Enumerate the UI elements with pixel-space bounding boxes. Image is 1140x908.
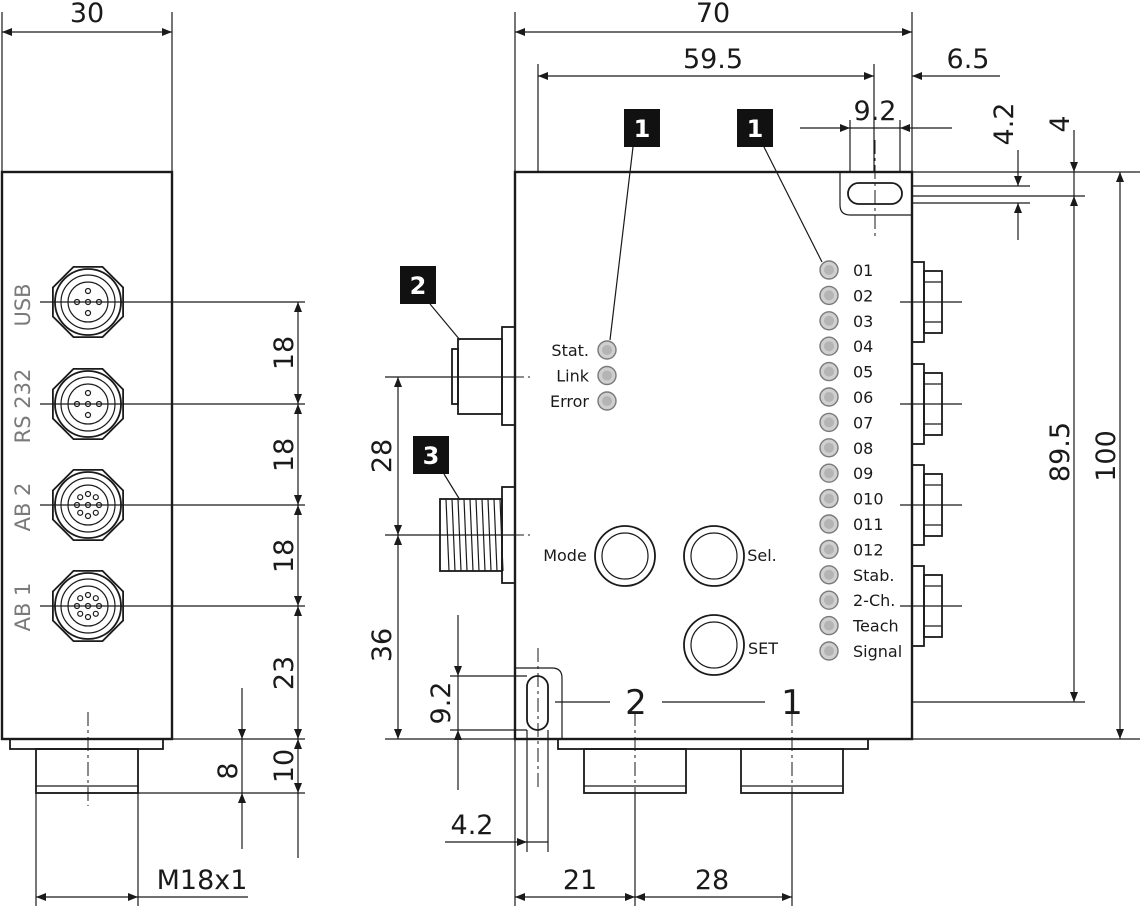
front-bottom-left-dim: 21 — [563, 865, 597, 896]
channel-led-12 — [819, 539, 839, 560]
channel-led-label: 05 — [853, 363, 873, 382]
front-base-plate — [557, 738, 869, 750]
front-inner-height-dim: 89.5 — [1045, 422, 1076, 482]
channel-led-6 — [819, 387, 839, 407]
side-body — [0, 170, 174, 741]
port-number-2: 2 — [625, 683, 647, 723]
right-connector-2 — [900, 363, 962, 445]
callout-number-1a: 1 — [634, 115, 651, 143]
port-number-1: 1 — [781, 683, 803, 723]
side-pitch-dim-3: 18 — [269, 539, 300, 573]
front-top-offset-dim: 4 — [1045, 115, 1076, 132]
channel-led-15 — [819, 615, 839, 636]
side-thread-length-dim: 8 — [213, 762, 244, 779]
sel-button — [683, 525, 745, 587]
channel-led-label: Stab. — [853, 566, 894, 585]
set-button-label: SET — [748, 639, 778, 658]
channel-led-5 — [819, 361, 839, 382]
status-led-3 — [597, 391, 617, 411]
front-conn-bottom-dim: 36 — [367, 628, 398, 662]
front-width-dim: 70 — [696, 0, 730, 29]
mode-button-label: Mode — [543, 546, 587, 565]
channel-led-9 — [819, 463, 839, 483]
status-led-2 — [597, 365, 617, 386]
callout-box-1b — [737, 109, 773, 147]
front-left-slot-offset-dim: 4.2 — [451, 810, 494, 841]
channel-led-label: Signal — [853, 642, 902, 661]
channel-led-8 — [819, 438, 839, 458]
side-base-dim: 10 — [269, 749, 300, 783]
front-conn-spacing-dim: 28 — [367, 439, 398, 473]
connector-label-usb: USB — [11, 283, 35, 326]
status-led-label: Stat. — [551, 341, 589, 360]
right-connector-1 — [900, 261, 962, 343]
side-bottom-offset-dim: 23 — [269, 656, 300, 690]
callout-box-1a — [624, 109, 660, 147]
callout-number-3: 3 — [423, 442, 440, 470]
front-inner-width-dim: 59.5 — [683, 44, 743, 75]
channel-led-label: 04 — [853, 337, 873, 356]
front-view: 70 59.5 6.5 9.2 4.2 4 89.5 100 — [367, 0, 1140, 906]
channel-led-2 — [819, 285, 839, 306]
status-led-label: Error — [550, 392, 589, 411]
callout-box-3 — [413, 436, 449, 474]
front-slot-width-dim: 9.2 — [854, 96, 897, 127]
front-bottom-spacing-dim: 28 — [695, 865, 729, 896]
right-connector-3 — [900, 464, 962, 546]
channel-led-label: 011 — [853, 515, 884, 534]
status-led-label: Link — [556, 367, 590, 386]
channel-led-10 — [819, 488, 839, 509]
channel-led-label: 012 — [853, 540, 884, 559]
channel-led-label: 02 — [853, 286, 873, 305]
channel-led-7 — [819, 412, 839, 433]
channel-led-label: 07 — [853, 413, 873, 432]
callout-number-1b: 1 — [747, 115, 764, 143]
front-slot-height-dim: 9.2 — [426, 682, 457, 725]
front-edge-offset-dim: 6.5 — [947, 44, 990, 75]
side-pitch-dim-1: 18 — [269, 336, 300, 370]
set-button — [683, 614, 745, 676]
channel-led-label: 010 — [853, 490, 884, 509]
channel-led-label: 08 — [853, 439, 873, 458]
side-base-plate — [9, 738, 164, 750]
channel-led-label: 09 — [853, 464, 873, 483]
channel-led-label: 01 — [853, 261, 873, 280]
callout-number-2: 2 — [410, 272, 427, 300]
channel-led-label: 03 — [853, 312, 873, 331]
channel-led-3 — [819, 311, 839, 331]
channel-led-label: 2-Ch. — [853, 591, 895, 610]
right-connector-4 — [900, 565, 962, 647]
channel-led-4 — [819, 336, 839, 356]
status-led-1 — [597, 340, 617, 360]
connector-label-rs232: RS 232 — [11, 369, 35, 444]
connector-label-ab1: AB 1 — [11, 583, 35, 632]
front-slot-offset-dim: 4.2 — [989, 103, 1020, 146]
channel-led-14 — [819, 590, 839, 610]
side-width-dim: 30 — [70, 0, 104, 29]
front-height-dim: 100 — [1091, 430, 1122, 482]
front-body — [513, 170, 914, 741]
channel-led-16 — [819, 641, 839, 661]
channel-led-11 — [819, 514, 839, 534]
channel-led-13 — [819, 565, 839, 585]
sel-button-label: Sel. — [747, 546, 777, 565]
side-view: 30 USB RS 232 AB 2 AB 1 18 18 18 23 — [0, 0, 305, 906]
channel-led-label: Teach — [852, 617, 899, 636]
mode-button — [594, 525, 656, 587]
side-thread-dim: M18x1 — [157, 865, 248, 896]
connector-label-ab2: AB 2 — [11, 483, 35, 532]
channel-led-label: 06 — [853, 388, 873, 407]
callout-box-2 — [400, 266, 436, 304]
side-pitch-dim-2: 18 — [269, 438, 300, 472]
side-connector-2-flange — [501, 326, 516, 426]
channel-led-1 — [819, 260, 839, 280]
